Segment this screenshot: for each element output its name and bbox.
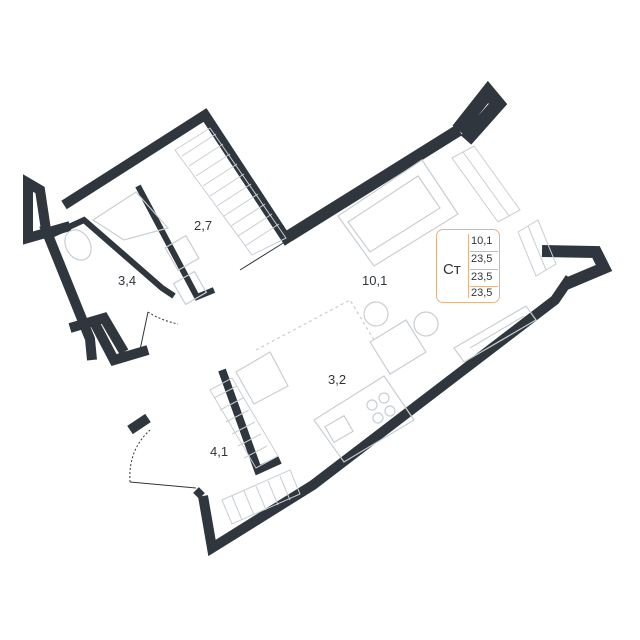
apartment-info-badge: Ст 10,1 23,5 23,5 23,5 bbox=[436, 229, 500, 303]
furniture bbox=[64, 159, 537, 463]
tv-stand bbox=[453, 305, 537, 363]
info-area-2: 23,5 bbox=[471, 271, 493, 283]
room-area-hall: 4,1 bbox=[210, 444, 228, 459]
room-area-bathroom: 3,4 bbox=[118, 273, 136, 288]
info-living-area: 10,1 bbox=[471, 235, 493, 247]
hob-ring bbox=[366, 399, 378, 411]
info-total-area: 23,5 bbox=[471, 253, 493, 265]
chair-2 bbox=[413, 311, 439, 337]
toilet bbox=[64, 229, 92, 261]
info-separator bbox=[470, 251, 498, 252]
sink bbox=[164, 234, 200, 272]
wardrobe-hatch bbox=[174, 127, 301, 525]
info-area-3: 23,5 bbox=[471, 287, 493, 299]
room-area-wardrobe: 2,7 bbox=[194, 218, 212, 233]
kitchen-zone bbox=[255, 299, 375, 351]
info-divider bbox=[468, 234, 469, 298]
info-separator bbox=[470, 286, 498, 287]
entrance-door bbox=[129, 429, 151, 483]
shower-tray bbox=[91, 191, 170, 241]
room-area-kitchen: 3,2 bbox=[328, 372, 346, 387]
window bbox=[451, 145, 557, 277]
apartment-type: Ст bbox=[443, 261, 461, 278]
bathroom-door bbox=[147, 311, 179, 325]
kitchen-sink bbox=[324, 414, 354, 444]
doors bbox=[129, 239, 289, 489]
kitchen-counter bbox=[313, 375, 415, 463]
washer bbox=[172, 270, 208, 306]
sofa bbox=[337, 159, 459, 267]
chair-1 bbox=[363, 301, 389, 327]
room-area-living: 10,1 bbox=[362, 273, 387, 288]
kitchen-cabinet bbox=[235, 351, 289, 405]
table bbox=[369, 319, 427, 375]
wall-strokes bbox=[23, 80, 613, 557]
info-separator bbox=[470, 269, 498, 270]
